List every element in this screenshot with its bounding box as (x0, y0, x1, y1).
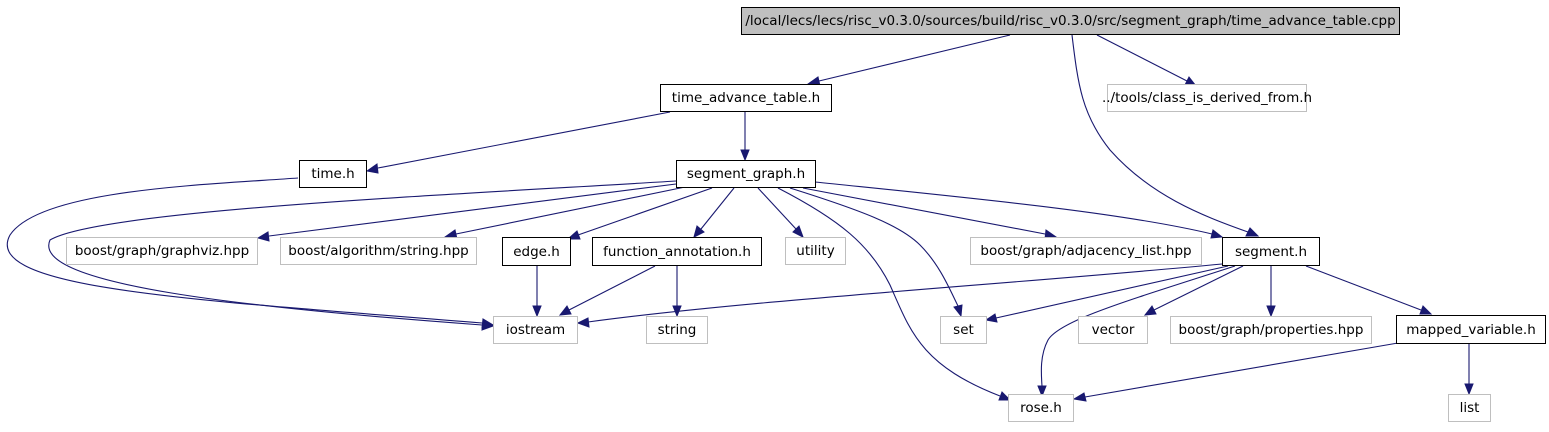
arrowhead (481, 320, 495, 331)
edge-function-annotation-h-to-iostream (568, 265, 656, 311)
arrowhead (1464, 383, 1474, 396)
edge-segment-graph-h-to-segment-h (814, 181, 1213, 235)
node-utility: utility (785, 237, 846, 265)
arrowhead (1037, 385, 1047, 398)
node-string: string (646, 316, 708, 344)
arrowhead (792, 225, 804, 239)
arrowhead (998, 391, 1012, 401)
node-iostream: iostream (493, 316, 578, 344)
arrowhead (365, 163, 379, 174)
node-class-is-derived-from-h: ../tools/class_is_derived_from.h (1102, 84, 1312, 112)
arrowhead (1419, 305, 1433, 315)
edge-segment-graph-h-to-adjacency-list-hpp (802, 187, 1046, 235)
edge-segment-h-to-set (995, 265, 1229, 319)
node-time-advance-table-h[interactable]: time_advance_table.h (660, 84, 832, 112)
edge-root-to-time-advance-table-h (818, 34, 1011, 82)
node-set: set (940, 316, 987, 344)
node-string-hpp: boost/algorithm/string.hpp (280, 237, 477, 265)
edge-root-to-segment-h (1071, 34, 1249, 233)
node-vector: vector (1078, 316, 1148, 344)
node-graphviz-hpp: boost/graph/graphviz.hpp (66, 237, 258, 265)
arrowhead (1245, 227, 1260, 237)
arrowhead (532, 305, 542, 318)
arrowhead (1072, 392, 1087, 402)
arrowhead (693, 225, 705, 238)
edge-segment-graph-h-to-string-hpp (455, 185, 691, 235)
edge-root-to-class-is-derived-from-h (1096, 34, 1188, 82)
edge-mapped-variable-h-to-rose-h (1084, 342, 1399, 398)
node-mapped-variable-h[interactable]: mapped_variable.h (1396, 315, 1546, 344)
node-segment-graph-h[interactable]: segment_graph.h (676, 160, 816, 188)
edge-segment-h-to-iostream (587, 263, 1223, 323)
edge-segment-h-to-vector (1153, 265, 1244, 311)
edge-segment-graph-h-to-function-annotation-h (700, 187, 735, 230)
edge-segment-graph-h-to-graphviz-hpp (268, 183, 677, 237)
arrowhead (1143, 305, 1157, 316)
node-segment-h[interactable]: segment.h (1222, 237, 1320, 266)
edge-segment-graph-h-to-edge-h (577, 187, 713, 236)
node-adjacency-list-hpp: boost/graph/adjacency_list.hpp (970, 237, 1202, 265)
node-root-file: /local/lecs/lecs/risc_v0.3.0/sources/bui… (741, 7, 1400, 35)
arrowhead (1210, 229, 1224, 239)
node-properties-hpp: boost/graph/properties.hpp (1170, 316, 1372, 344)
arrowhead (984, 313, 998, 323)
arrowhead (558, 305, 572, 316)
edge-segment-graph-h-to-utility (757, 187, 797, 230)
arrowhead (566, 230, 581, 240)
edge-segment-graph-h-to-iostream (48, 180, 677, 326)
node-list: list (1448, 394, 1491, 422)
node-rose-h: rose.h (1008, 394, 1074, 422)
edge-segment-h-to-rose-h (1040, 265, 1236, 387)
arrowhead (953, 304, 963, 318)
arrowhead (740, 149, 750, 162)
node-edge-h[interactable]: edge.h (502, 237, 571, 266)
arrowhead (256, 231, 270, 242)
edge-segment-h-to-mapped-variable-h (1305, 265, 1422, 311)
node-time-h[interactable]: time.h (299, 160, 367, 188)
edge-segment-graph-h-to-set (789, 187, 959, 307)
arrowhead (1266, 305, 1276, 318)
arrowhead (576, 317, 590, 328)
edge-segment-graph-h-to-rose-h (777, 187, 1001, 397)
node-function-annotation-h[interactable]: function_annotation.h (592, 237, 762, 266)
edge-time-advance-table-h-to-time-h (377, 111, 671, 169)
